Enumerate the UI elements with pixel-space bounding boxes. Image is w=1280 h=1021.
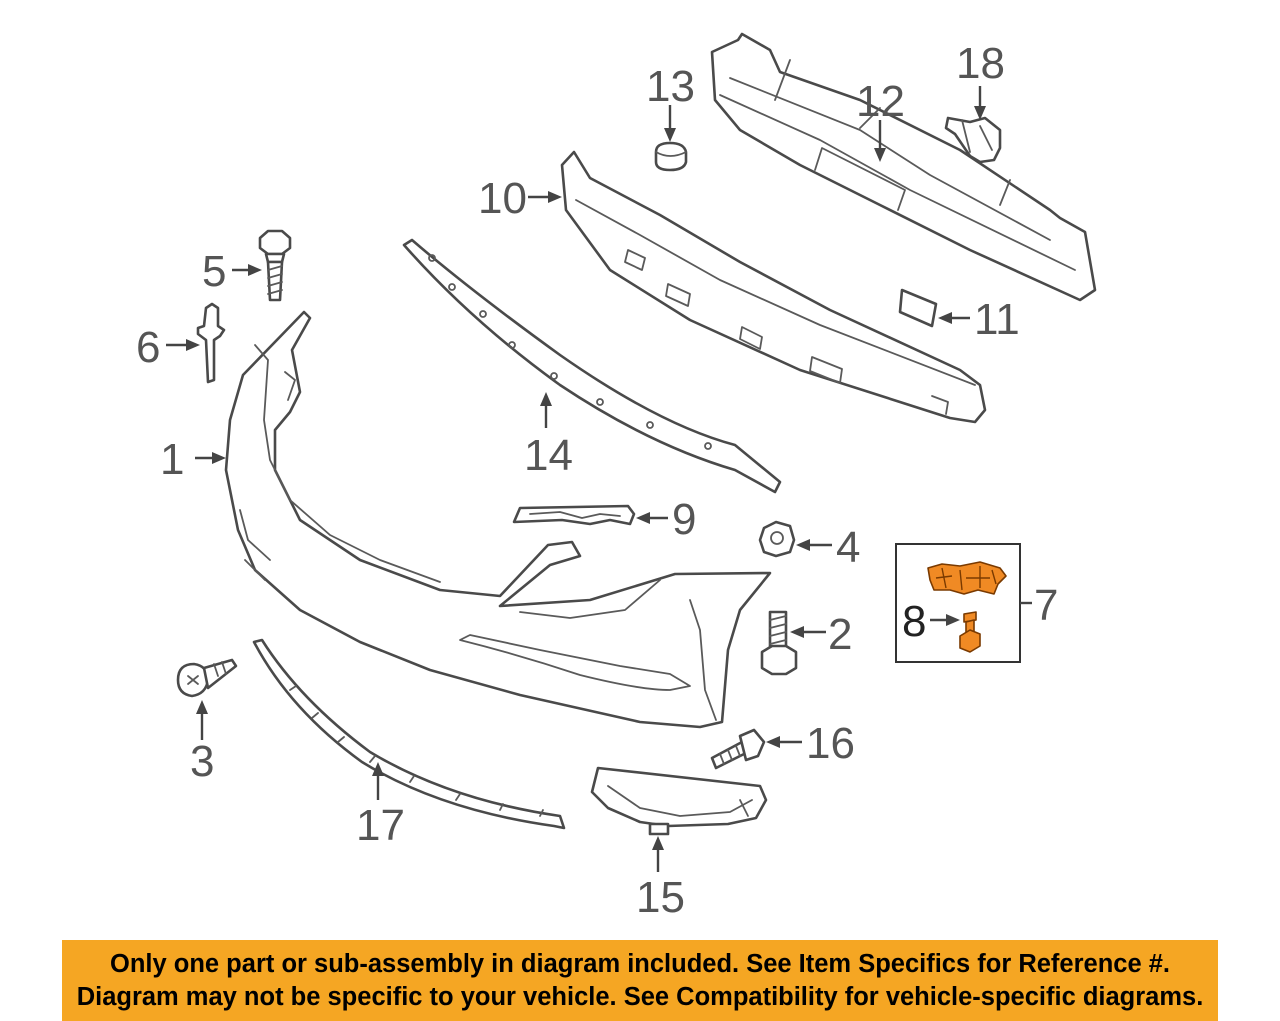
part-15-lamp-bezel[interactable]	[590, 766, 768, 836]
part-6-push-pin[interactable]	[196, 302, 226, 384]
part-16-bolt[interactable]	[710, 728, 766, 770]
part-9-bracket[interactable]	[512, 504, 636, 526]
part-13-cap[interactable]	[654, 141, 688, 172]
callout-12: 12	[856, 77, 905, 126]
callout-11: 11	[974, 295, 1020, 344]
part-18-clip[interactable]	[944, 116, 1002, 164]
disclaimer-line-2: Diagram may not be specific to your vehi…	[76, 983, 1204, 1011]
callout-13: 13	[646, 62, 695, 111]
part-3-screw[interactable]	[176, 658, 238, 698]
callout-5: 5	[202, 247, 226, 296]
callout-16: 16	[806, 719, 855, 768]
callout-2: 2	[828, 610, 852, 659]
callout-9: 9	[672, 495, 696, 544]
callout-8: 8	[902, 597, 926, 646]
callout-15: 15	[636, 873, 685, 922]
part-4-nut[interactable]	[758, 520, 796, 558]
part-11-pad[interactable]	[898, 288, 938, 328]
callout-7: 7	[1034, 581, 1058, 630]
sub-assembly-7-box[interactable]	[895, 543, 1021, 663]
part-7-bracket-highlighted[interactable]	[927, 561, 1007, 595]
callout-17: 17	[356, 801, 405, 850]
part-14-retainer-strip[interactable]	[402, 238, 782, 494]
part-10-energy-absorber[interactable]	[560, 150, 987, 424]
disclaimer-banner: Only one part or sub-assembly in diagram…	[62, 940, 1218, 1021]
callout-14: 14	[524, 431, 573, 480]
callout-3: 3	[190, 737, 214, 786]
part-1-bumper-cover[interactable]	[224, 310, 772, 729]
callout-1: 1	[160, 435, 184, 484]
part-8-bolt-highlighted[interactable]	[959, 611, 981, 653]
part-5-bolt[interactable]	[258, 229, 292, 302]
parts-diagram: 1 2 3 4 5 6 7 8 9 10 11 12 13 14 15 16 1…	[136, 32, 1097, 922]
leader-lines	[166, 86, 1032, 872]
disclaimer-line-1: Only one part or sub-assembly in diagram…	[110, 950, 1170, 978]
callout-numbers: 1 2 3 4 5 6 7 8 9 10 11 12 13 14 15 16 1…	[136, 39, 1058, 922]
callout-4: 4	[836, 523, 860, 572]
callout-6: 6	[136, 323, 160, 372]
part-2-stud-bolt[interactable]	[760, 610, 798, 676]
callout-10: 10	[478, 174, 527, 223]
callout-18: 18	[956, 39, 1005, 88]
part-17-lower-trim[interactable]	[252, 638, 566, 830]
part-12-reinforcement-beam[interactable]	[710, 32, 1097, 302]
